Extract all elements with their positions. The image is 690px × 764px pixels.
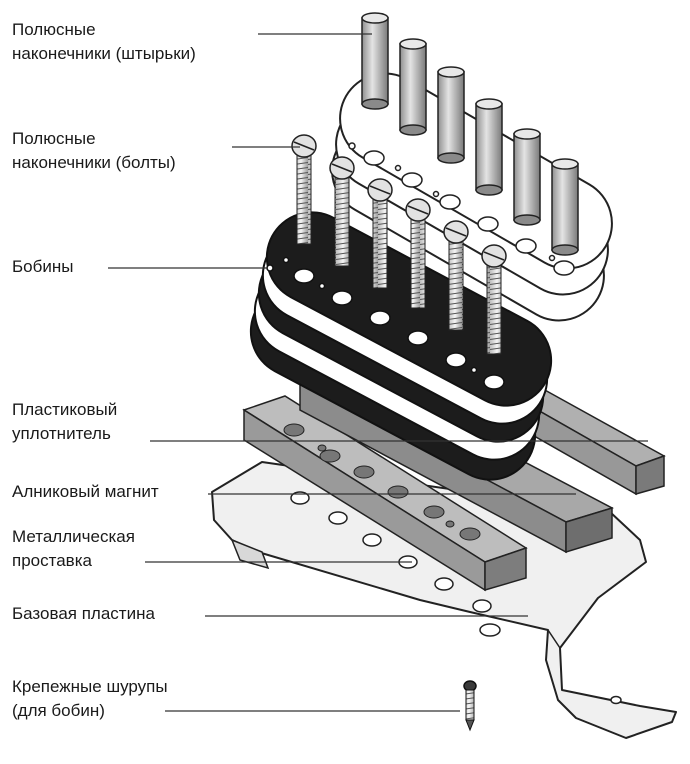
label-pole-slugs: Полюсные наконечники (штырьки) [12,20,196,63]
label-alnico-magnet: Алниковый магнит [12,482,159,501]
label-mount-screws: Крепежные шурупы (для бобин) [12,677,168,720]
pole-screw [443,220,469,331]
pole-slug [399,38,427,136]
pole-screw [481,244,507,355]
label-plastic-spacer: Пластиковый уплотнитель [12,400,118,443]
pole-slug [551,158,579,256]
mounting-screw [463,680,477,732]
pole-screws [291,134,507,355]
pole-slugs [361,12,579,256]
pole-screw [367,178,393,289]
pole-screw [329,156,355,267]
pole-slug [437,66,465,164]
pole-screw [405,198,431,309]
leader-lines [108,33,648,712]
base-plate-holes [290,491,622,705]
label-pole-screws: Полюсные наконечники (болты) [12,129,176,172]
label-base-plate: Базовая пластина [12,604,155,623]
pole-slug [513,128,541,226]
pole-screw [291,134,317,245]
label-bobbins: Бобины [12,257,74,276]
label-metal-spacer: Металлическая проставка [12,527,135,570]
metal-spacer-bar [242,395,528,592]
pole-slug [475,98,503,196]
pole-slug [361,12,389,110]
